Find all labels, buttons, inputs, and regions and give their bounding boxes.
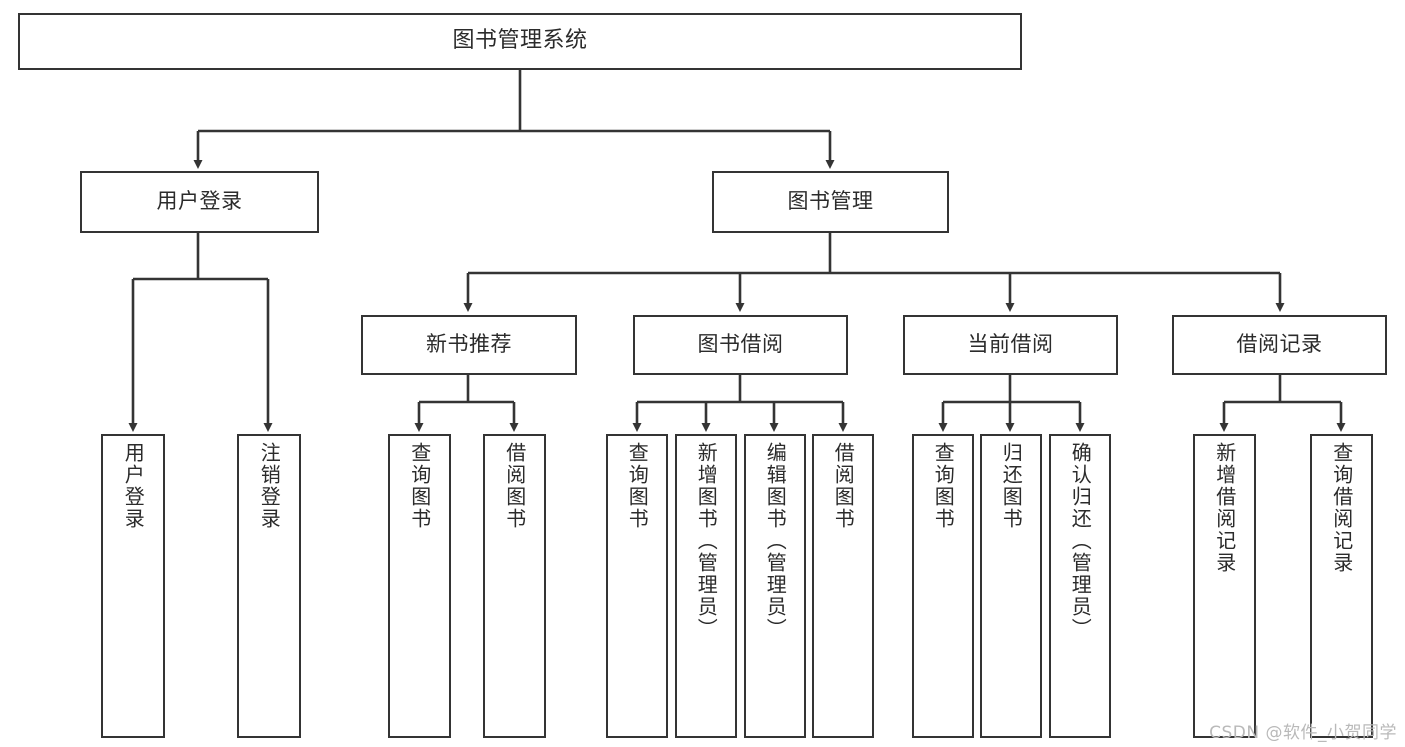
- node-label: 图书借阅: [697, 332, 784, 357]
- node-label: 查询借阅记录: [1329, 442, 1354, 574]
- node-label: 查询图书: [931, 442, 956, 530]
- node-label: 图书管理系统: [452, 28, 588, 54]
- leaf-user-login-login[interactable]: 用户登录: [101, 434, 165, 738]
- node-label: 归还图书: [999, 442, 1024, 530]
- leaf-book-borrow-query-book[interactable]: 查询图书: [606, 434, 668, 738]
- node-label: 新增借阅记录: [1212, 442, 1237, 574]
- node-label: 注销登录: [257, 442, 282, 530]
- node-book-management[interactable]: 图书管理: [712, 171, 949, 233]
- node-label: 图书管理: [787, 189, 874, 214]
- leaf-borrow-record-query-record[interactable]: 查询借阅记录: [1310, 434, 1373, 738]
- node-label: 确认归还（管理员）: [1068, 442, 1093, 640]
- node-label: 编辑图书（管理员）: [763, 442, 788, 640]
- leaf-book-borrow-borrow-book[interactable]: 借阅图书: [812, 434, 874, 738]
- csdn-watermark: CSDN @软件_小贺同学: [1209, 723, 1397, 743]
- leaf-current-borrow-query-book[interactable]: 查询图书: [912, 434, 974, 738]
- node-new-book-recommend[interactable]: 新书推荐: [361, 315, 577, 375]
- leaf-new-book-borrow-book[interactable]: 借阅图书: [483, 434, 546, 738]
- leaf-user-login-logout[interactable]: 注销登录: [237, 434, 301, 738]
- node-label: 借阅图书: [502, 442, 527, 530]
- node-user-login[interactable]: 用户登录: [80, 171, 319, 233]
- node-label: 用户登录: [121, 442, 146, 530]
- node-label: 新增图书（管理员）: [694, 442, 719, 640]
- node-label: 借阅图书: [831, 442, 856, 530]
- node-label: 借阅记录: [1236, 332, 1323, 357]
- leaf-current-borrow-return-book[interactable]: 归还图书: [980, 434, 1042, 738]
- node-label: 用户登录: [156, 189, 243, 214]
- node-label: 查询图书: [625, 442, 650, 530]
- node-book-borrow[interactable]: 图书借阅: [633, 315, 848, 375]
- node-root-book-management-system[interactable]: 图书管理系统: [18, 13, 1022, 70]
- leaf-book-borrow-edit-book-admin[interactable]: 编辑图书（管理员）: [744, 434, 806, 738]
- leaf-borrow-record-add-record[interactable]: 新增借阅记录: [1193, 434, 1256, 738]
- node-label: 当前借阅: [967, 332, 1054, 357]
- leaf-book-borrow-add-book-admin[interactable]: 新增图书（管理员）: [675, 434, 737, 738]
- leaf-new-book-query-book[interactable]: 查询图书: [388, 434, 451, 738]
- node-label: 新书推荐: [426, 332, 512, 357]
- node-label: 查询图书: [407, 442, 432, 530]
- node-current-borrow[interactable]: 当前借阅: [903, 315, 1118, 375]
- leaf-current-borrow-confirm-return-admin[interactable]: 确认归还（管理员）: [1049, 434, 1111, 738]
- node-borrow-record[interactable]: 借阅记录: [1172, 315, 1387, 375]
